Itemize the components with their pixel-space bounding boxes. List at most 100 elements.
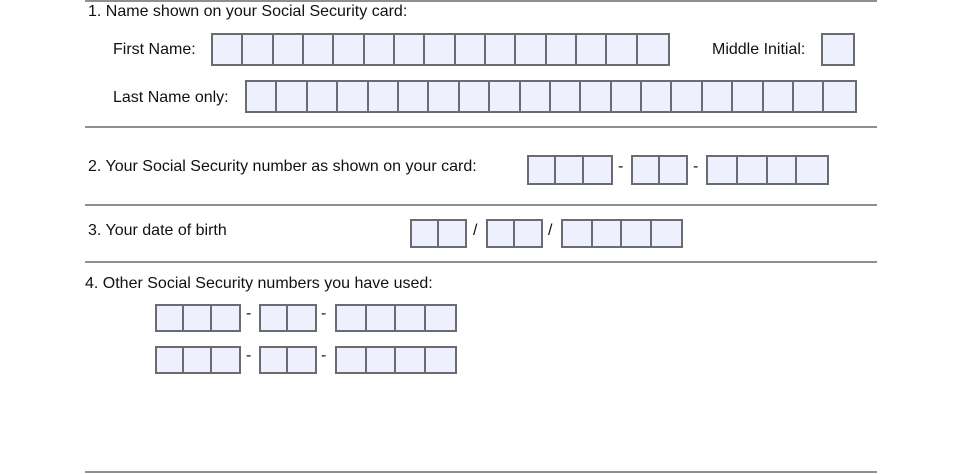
character-cell[interactable] bbox=[337, 306, 367, 330]
character-cell[interactable] bbox=[261, 306, 288, 330]
character-cell[interactable] bbox=[611, 82, 643, 111]
character-cell[interactable] bbox=[576, 35, 608, 64]
character-cell[interactable] bbox=[429, 82, 460, 111]
character-cell[interactable] bbox=[243, 35, 274, 64]
character-cell[interactable] bbox=[394, 35, 426, 64]
other-ssn-1-separator-1: - bbox=[246, 305, 252, 322]
bottom-divider bbox=[85, 471, 877, 473]
top-divider bbox=[85, 0, 877, 2]
character-cell[interactable] bbox=[733, 82, 764, 111]
character-cell[interactable] bbox=[637, 35, 668, 64]
character-cell[interactable] bbox=[514, 221, 541, 246]
ssn-separator-2: - bbox=[693, 158, 699, 175]
middle-initial-field[interactable] bbox=[821, 33, 855, 66]
dob-separator-2: / bbox=[548, 222, 553, 239]
other-ssn-1-separator-2: - bbox=[321, 305, 327, 322]
character-cell[interactable] bbox=[157, 306, 185, 330]
other-ssn-1-group-field[interactable] bbox=[259, 304, 317, 332]
dob-month-field[interactable] bbox=[410, 219, 467, 248]
section-divider-2 bbox=[85, 204, 877, 206]
character-cell[interactable] bbox=[288, 348, 315, 372]
character-cell[interactable] bbox=[396, 348, 426, 372]
character-cell[interactable] bbox=[546, 35, 577, 64]
character-cell[interactable] bbox=[550, 82, 582, 111]
character-cell[interactable] bbox=[823, 35, 853, 64]
character-cell[interactable] bbox=[157, 348, 185, 372]
character-cell[interactable] bbox=[368, 82, 399, 111]
character-cell[interactable] bbox=[556, 157, 584, 183]
character-cell[interactable] bbox=[459, 82, 491, 111]
other-ssn-1-area-field[interactable] bbox=[155, 304, 241, 332]
other-ssn-2-serial-field[interactable] bbox=[335, 346, 457, 374]
character-cell[interactable] bbox=[334, 35, 365, 64]
section3-heading: 3. Your date of birth bbox=[88, 222, 227, 239]
character-cell[interactable] bbox=[702, 82, 734, 111]
character-cell[interactable] bbox=[763, 82, 795, 111]
character-cell[interactable] bbox=[425, 35, 456, 64]
character-cell[interactable] bbox=[592, 221, 622, 246]
character-cell[interactable] bbox=[396, 306, 426, 330]
character-cell[interactable] bbox=[488, 221, 515, 246]
character-cell[interactable] bbox=[651, 221, 681, 246]
character-cell[interactable] bbox=[622, 221, 652, 246]
character-cell[interactable] bbox=[824, 82, 855, 111]
other-ssn-1-serial-field[interactable] bbox=[335, 304, 457, 332]
character-cell[interactable] bbox=[490, 82, 521, 111]
character-cell[interactable] bbox=[642, 82, 673, 111]
character-cell[interactable] bbox=[277, 82, 308, 111]
character-cell[interactable] bbox=[184, 306, 212, 330]
character-cell[interactable] bbox=[247, 82, 278, 111]
character-cell[interactable] bbox=[659, 157, 686, 183]
character-cell[interactable] bbox=[303, 35, 335, 64]
character-cell[interactable] bbox=[338, 82, 369, 111]
other-ssn-2-area-field[interactable] bbox=[155, 346, 241, 374]
character-cell[interactable] bbox=[211, 306, 239, 330]
character-cell[interactable] bbox=[485, 35, 517, 64]
character-cell[interactable] bbox=[307, 82, 339, 111]
character-cell[interactable] bbox=[425, 348, 455, 372]
ssn-area-field[interactable] bbox=[527, 155, 613, 185]
character-cell[interactable] bbox=[211, 348, 239, 372]
character-cell[interactable] bbox=[516, 35, 547, 64]
last-name-label: Last Name only: bbox=[113, 89, 229, 106]
last-name-field[interactable] bbox=[245, 80, 857, 113]
character-cell[interactable] bbox=[737, 157, 768, 183]
dob-day-field[interactable] bbox=[486, 219, 543, 248]
character-cell[interactable] bbox=[794, 82, 825, 111]
dob-year-field[interactable] bbox=[561, 219, 683, 248]
character-cell[interactable] bbox=[184, 348, 212, 372]
other-ssn-2-group-field[interactable] bbox=[259, 346, 317, 374]
first-name-field[interactable] bbox=[211, 33, 670, 66]
character-cell[interactable] bbox=[583, 157, 611, 183]
character-cell[interactable] bbox=[337, 348, 367, 372]
character-cell[interactable] bbox=[708, 157, 738, 183]
character-cell[interactable] bbox=[633, 157, 660, 183]
character-cell[interactable] bbox=[767, 157, 798, 183]
character-cell[interactable] bbox=[581, 82, 612, 111]
character-cell[interactable] bbox=[563, 221, 593, 246]
character-cell[interactable] bbox=[607, 35, 638, 64]
character-cell[interactable] bbox=[412, 221, 439, 246]
character-cell[interactable] bbox=[366, 348, 396, 372]
character-cell[interactable] bbox=[797, 157, 827, 183]
character-cell[interactable] bbox=[425, 306, 455, 330]
section4-heading: 4. Other Social Security numbers you hav… bbox=[85, 275, 433, 292]
section-divider-3 bbox=[85, 261, 877, 263]
character-cell[interactable] bbox=[261, 348, 288, 372]
ssn-serial-field[interactable] bbox=[706, 155, 829, 185]
character-cell[interactable] bbox=[520, 82, 551, 111]
character-cell[interactable] bbox=[273, 35, 304, 64]
dob-separator-1: / bbox=[473, 222, 478, 239]
character-cell[interactable] bbox=[213, 35, 244, 64]
character-cell[interactable] bbox=[398, 82, 430, 111]
character-cell[interactable] bbox=[364, 35, 395, 64]
character-cell[interactable] bbox=[455, 35, 486, 64]
character-cell[interactable] bbox=[438, 221, 465, 246]
section1-heading: 1. Name shown on your Social Security ca… bbox=[88, 3, 408, 20]
character-cell[interactable] bbox=[672, 82, 703, 111]
other-ssn-2-separator-1: - bbox=[246, 347, 252, 364]
character-cell[interactable] bbox=[366, 306, 396, 330]
ssn-group-field[interactable] bbox=[631, 155, 688, 185]
character-cell[interactable] bbox=[288, 306, 315, 330]
character-cell[interactable] bbox=[529, 157, 557, 183]
